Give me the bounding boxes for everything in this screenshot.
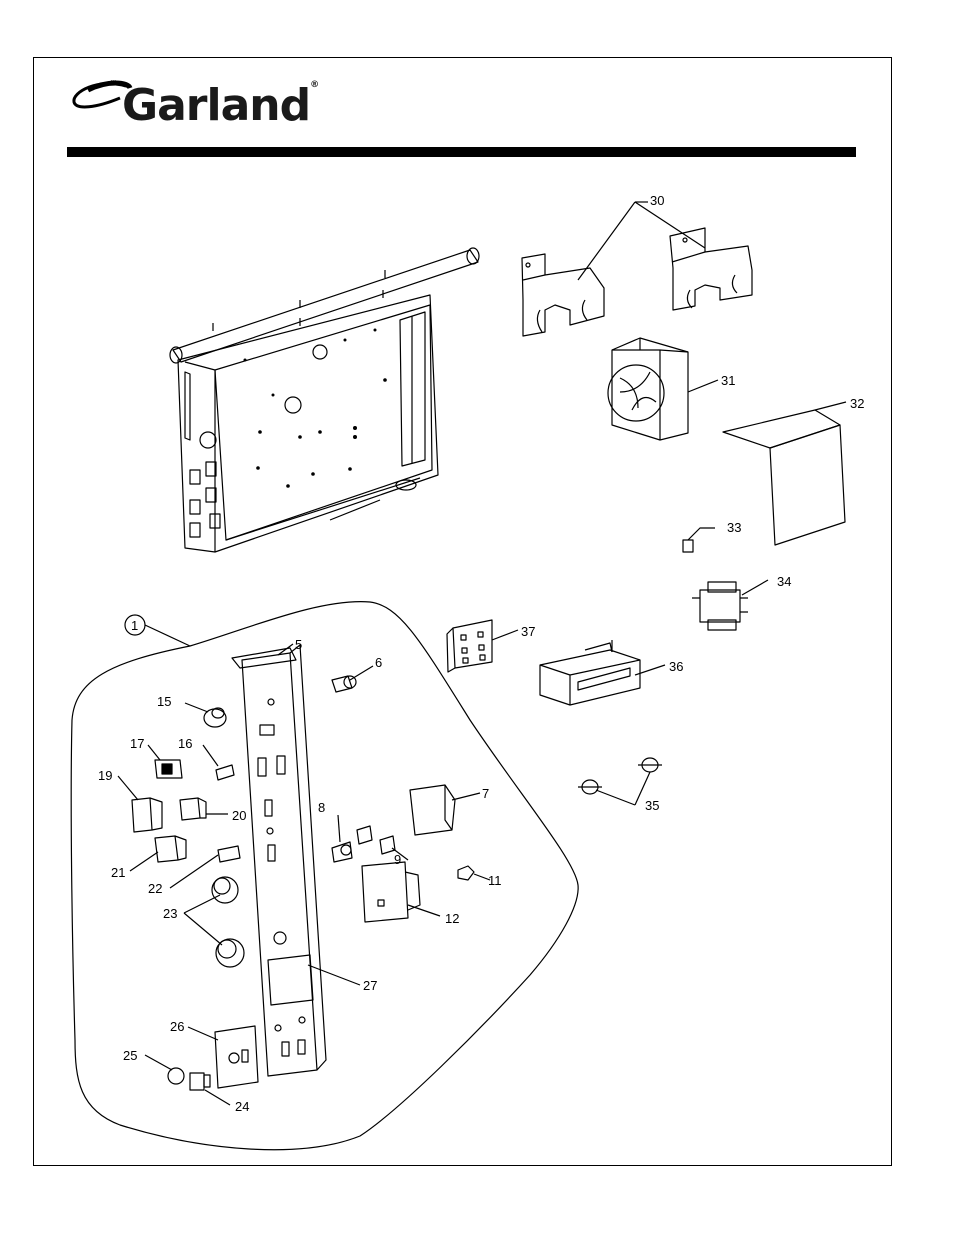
- callout-23: 23: [163, 906, 177, 921]
- callout-20: 20: [232, 808, 246, 823]
- callout-9: 9: [394, 852, 401, 867]
- callout-16: 16: [178, 736, 192, 751]
- callout-11: 11: [488, 873, 502, 888]
- callout-22: 22: [148, 881, 162, 896]
- callout-5: 5: [295, 637, 302, 652]
- callout-1: 1: [131, 618, 138, 633]
- part-37-terminal-block: [447, 620, 518, 672]
- part-36-control-board: [540, 640, 665, 705]
- callout-12: 12: [445, 911, 459, 926]
- callout-21: 21: [111, 865, 125, 880]
- callout-19: 19: [98, 768, 112, 783]
- callout-17: 17: [130, 736, 144, 751]
- callout-31: 31: [721, 373, 735, 388]
- callout-labels: 1 5 6 7 8 9 11 12 15 16 17 19 20 21 22 2…: [98, 193, 864, 1114]
- callout-24: 24: [235, 1099, 249, 1114]
- callout-15: 15: [157, 694, 171, 709]
- callout-32: 32: [850, 396, 864, 411]
- callout-33: 33: [727, 520, 741, 535]
- subassembly-1-outline: [71, 602, 578, 1150]
- callout-37: 37: [521, 624, 535, 639]
- part-34-transformer: [692, 580, 768, 630]
- callout-25: 25: [123, 1048, 137, 1063]
- part-31-fan: [608, 338, 718, 440]
- part-30-brackets: [522, 202, 752, 336]
- callout-26: 26: [170, 1019, 184, 1034]
- callout-6: 6: [375, 655, 382, 670]
- callout-34: 34: [777, 574, 791, 589]
- callout-30: 30: [650, 193, 664, 208]
- callout-35: 35: [645, 798, 659, 813]
- control-cabinet-housing: [170, 248, 479, 552]
- callout-36: 36: [669, 659, 683, 674]
- part-33-clip: [683, 528, 715, 552]
- part-27-front-panel: [232, 645, 326, 1076]
- callout-7: 7: [482, 786, 489, 801]
- callout-8: 8: [318, 800, 325, 815]
- callout-27: 27: [363, 978, 377, 993]
